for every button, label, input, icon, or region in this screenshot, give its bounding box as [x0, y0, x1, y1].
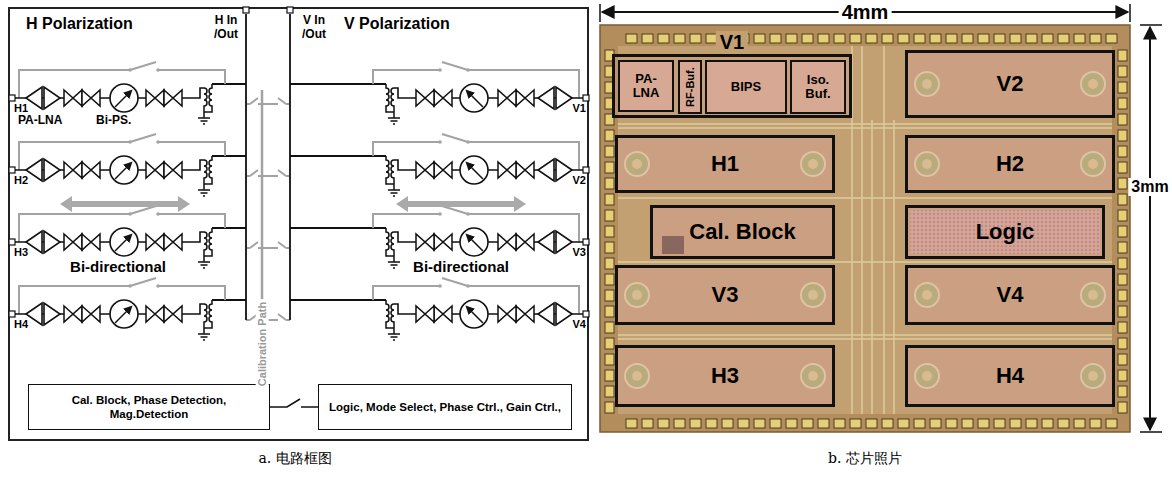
- annotation-label: H Polarization: [26, 15, 133, 33]
- bidirectional-arrow: [396, 196, 526, 212]
- io-port: [243, 7, 249, 13]
- block-box: H3: [615, 345, 835, 407]
- block-box: RF-Buf.: [678, 60, 702, 114]
- block-label: Iso. Buf.: [794, 73, 842, 102]
- dimension-tick: [1140, 25, 1162, 432]
- block-box: H4: [905, 345, 1115, 407]
- chip-photo: [600, 4, 1162, 432]
- block-box: V2: [905, 50, 1115, 118]
- annotation-label: V In /Out: [296, 14, 332, 42]
- block-label: Cal. Block: [689, 220, 795, 244]
- annotation-label: 4mm: [839, 1, 892, 24]
- block-box: Cal. Block, Phase Detection, Mag.Detecti…: [28, 384, 270, 430]
- block-label: PA-LNA: [622, 72, 670, 101]
- annotation-label: H3: [14, 246, 28, 259]
- annotation-label: 3mm: [1128, 178, 1171, 196]
- annotation-label: V3: [573, 246, 586, 259]
- annotation-label: Bi-directional: [70, 258, 166, 275]
- bond-pads: [624, 33, 1120, 44]
- block-label: RF-Buf.: [684, 67, 696, 107]
- annotation-label: V Polarization: [344, 15, 450, 33]
- block-box: Logic, Mode Select, Phase Ctrl., Gain Ct…: [318, 384, 572, 430]
- block-box: H2: [905, 135, 1115, 193]
- block-label: H2: [996, 152, 1024, 176]
- io-bus-wires: [212, 14, 386, 320]
- annotation-label: H1: [14, 102, 28, 115]
- die-outline: [600, 25, 1130, 432]
- bond-pads: [624, 418, 1120, 429]
- block-label: BIPS: [731, 80, 761, 94]
- block-box: V1PA-LNARF-Buf.BIPSIso. Buf.: [612, 54, 852, 118]
- block-box: BIPS: [705, 60, 787, 114]
- block-box: H1: [615, 135, 835, 193]
- block-box: Cal. Block: [650, 205, 835, 259]
- annotation-label: PA-LNA: [18, 114, 62, 128]
- annotation-label: Bi-PS.: [96, 114, 131, 128]
- block-label: Logic: [976, 220, 1035, 244]
- annotation-label: Bi-directional: [413, 258, 509, 275]
- v-channel-chain: [373, 134, 589, 196]
- bidirectional-arrow: [60, 196, 190, 212]
- block-label: V2: [997, 72, 1024, 96]
- block-box: V4: [905, 265, 1115, 325]
- block-label: V1: [716, 31, 748, 53]
- block-box: Logic: [905, 205, 1105, 259]
- annotation-label: Calibration Path: [256, 299, 269, 389]
- io-port: [287, 7, 293, 13]
- v-channel-chain: [373, 278, 589, 340]
- dimension-line: [1149, 27, 1151, 430]
- annotation-label: a. 电路框图: [258, 450, 331, 466]
- h-channel-chain: [9, 278, 225, 340]
- bond-pads: [1117, 48, 1128, 416]
- block-label: H1: [711, 152, 739, 176]
- annotation-label: H In /Out: [208, 14, 244, 42]
- v-channel-chain: [373, 62, 589, 124]
- block-box: Iso. Buf.: [790, 60, 846, 114]
- block-box: PA-LNA: [618, 60, 674, 112]
- inductors: [625, 72, 1105, 388]
- calibration-switches: [246, 98, 290, 320]
- annotation-label: V2: [573, 174, 586, 187]
- block-label: Cal. Block, Phase Detection, Mag.Detecti…: [35, 393, 263, 422]
- annotation-label: H2: [14, 174, 28, 187]
- panel-frame: [9, 8, 588, 440]
- block-box: V3: [615, 265, 835, 325]
- annotation-label: V4: [573, 318, 586, 331]
- block-label: V3: [712, 283, 739, 307]
- annotation-label: V1: [573, 102, 586, 115]
- circuit-block-diagram: [9, 7, 589, 440]
- block-label: V4: [997, 283, 1024, 307]
- block-label: Logic, Mode Select, Phase Ctrl., Gain Ct…: [329, 400, 561, 414]
- h-channel-chain: [9, 134, 225, 196]
- annotation-label: b. 芯片照片: [828, 450, 902, 466]
- block-label: H3: [711, 364, 739, 388]
- block-label: H4: [996, 364, 1024, 388]
- annotation-label: H4: [14, 318, 28, 331]
- switch-connector: [270, 399, 318, 407]
